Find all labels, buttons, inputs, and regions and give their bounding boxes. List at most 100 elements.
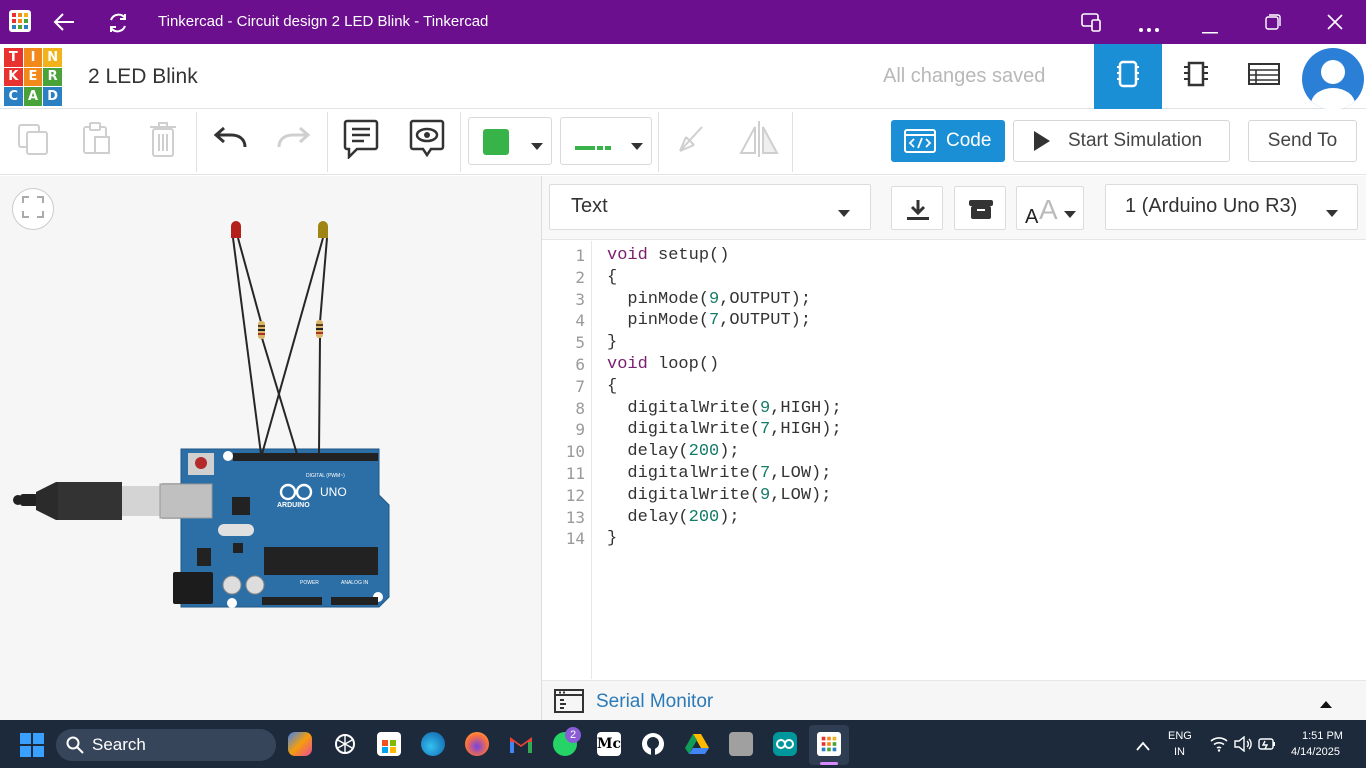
led-red [231, 221, 241, 238]
toolbar-divider [327, 112, 328, 172]
send-to-button[interactable]: Send To [1248, 120, 1357, 162]
clock-date[interactable]: 4/14/2025 [1291, 746, 1340, 758]
gmail-icon[interactable] [509, 732, 533, 756]
svg-text:A: A [1025, 206, 1039, 225]
line-number: 7 [575, 376, 585, 396]
schematic-view-icon [1181, 59, 1211, 94]
expand-up-icon[interactable] [1320, 695, 1332, 713]
logo-letter: I [23, 48, 43, 67]
taskbar-search[interactable]: Search [56, 729, 276, 761]
wires [232, 237, 328, 455]
fill-color-swatch [483, 129, 509, 155]
download-code-button[interactable] [891, 186, 943, 230]
circuit-canvas[interactable]: ARDUINO UNO DIGITAL (PWM~) POWER ANALOG … [0, 176, 541, 720]
cast-icon[interactable] [1080, 11, 1102, 38]
serial-monitor-icon [554, 689, 584, 718]
circuit-drawing: ARDUINO UNO DIGITAL (PWM~) POWER ANALOG … [13, 221, 390, 608]
chatgpt-icon[interactable] [333, 732, 357, 756]
chevron-down-icon [1064, 206, 1076, 224]
back-arrow-icon[interactable] [52, 11, 76, 38]
redo-icon [277, 126, 311, 156]
code-mode-dropdown[interactable]: Text [549, 184, 871, 230]
logo-letter: E [23, 67, 43, 87]
trash-icon [148, 120, 178, 163]
paste-icon [81, 121, 113, 162]
microsoft-store-icon[interactable] [377, 732, 401, 756]
flip-button[interactable] [738, 118, 780, 164]
led-yellow [318, 221, 328, 238]
paste-button[interactable] [78, 118, 116, 164]
tinkercad-taskbar-icon[interactable] [817, 732, 841, 756]
active-app-indicator [820, 762, 838, 765]
logo-letter: A [23, 87, 43, 106]
rotate-button[interactable] [672, 118, 710, 164]
undo-button[interactable] [210, 118, 250, 164]
wire-type-dropdown[interactable] [560, 117, 652, 165]
flip-icon [739, 119, 779, 164]
app-icon-gray[interactable] [729, 732, 753, 756]
analog-pins-label: ANALOG IN [341, 580, 369, 586]
notes-button[interactable] [340, 118, 382, 164]
line-number: 1 [575, 246, 585, 265]
wifi-icon[interactable] [1210, 736, 1228, 757]
more-options-icon[interactable] [1138, 20, 1160, 38]
code-text-area[interactable]: void setup(){ pinMode(9,OUTPUT); pinMode… [607, 245, 842, 550]
github-icon[interactable] [641, 732, 665, 756]
delete-button[interactable] [144, 118, 182, 164]
arduino-ide-icon[interactable] [773, 732, 797, 756]
component-list-icon [1248, 63, 1280, 90]
library-box-icon [968, 198, 994, 225]
redo-button[interactable] [274, 118, 314, 164]
minimize-icon[interactable] [1202, 21, 1218, 39]
fill-color-dropdown[interactable] [468, 117, 552, 165]
search-placeholder: Search [92, 735, 146, 754]
fit-view-button[interactable] [12, 188, 54, 230]
maximize-icon[interactable] [1265, 14, 1281, 35]
code-button[interactable]: Code [891, 120, 1005, 162]
refresh-icon[interactable] [106, 11, 130, 40]
circuit-view-button[interactable] [1094, 44, 1162, 109]
code-line: delay(200); [607, 507, 740, 527]
rotate-icon [676, 123, 706, 160]
code-line: void loop() [607, 354, 720, 374]
title-bar: Tinkercad - Circuit design 2 LED Blink -… [0, 0, 1366, 44]
line-number: 2 [575, 267, 585, 287]
design-title[interactable]: 2 LED Blink [88, 65, 198, 88]
logo-letter: K [4, 67, 23, 87]
battery-icon[interactable] [1258, 737, 1276, 756]
schematic-view-button[interactable] [1162, 44, 1230, 109]
medium-icon[interactable]: Mc [597, 732, 621, 756]
region-indicator[interactable]: IN [1174, 746, 1185, 758]
code-line: delay(200); [607, 442, 740, 462]
show-hidden-icons-chevron[interactable] [1136, 738, 1150, 756]
google-drive-icon[interactable] [685, 732, 709, 756]
save-status: All changes saved [883, 65, 1046, 87]
start-simulation-button[interactable]: Start Simulation [1013, 120, 1230, 162]
start-simulation-label: Start Simulation [1068, 130, 1203, 151]
toolbar-divider [792, 112, 793, 172]
toggle-notes-visibility-button[interactable] [406, 118, 448, 164]
component-list-button[interactable] [1230, 44, 1298, 109]
libraries-button[interactable] [954, 186, 1006, 230]
volume-icon[interactable] [1234, 735, 1252, 757]
language-indicator[interactable]: ENG [1168, 730, 1192, 742]
clock-time[interactable]: 1:51 PM [1302, 730, 1343, 742]
copilot-icon[interactable] [288, 732, 312, 756]
device-dropdown[interactable]: 1 (Arduino Uno R3) [1105, 184, 1358, 230]
close-icon[interactable] [1327, 14, 1343, 35]
chevron-down-icon [631, 138, 643, 156]
toolbar-divider [196, 112, 197, 172]
code-line: pinMode(7,OUTPUT); [607, 311, 812, 331]
user-avatar[interactable] [1302, 48, 1364, 110]
line-number: 9 [575, 420, 585, 440]
edge-browser-icon[interactable] [421, 732, 445, 756]
note-eye-icon [409, 119, 445, 164]
copy-button[interactable] [14, 118, 52, 164]
firefox-icon[interactable] [465, 732, 489, 756]
chevron-down-icon [1326, 205, 1338, 223]
serial-monitor-bar[interactable]: Serial Monitor [542, 680, 1366, 720]
windows-start-icon[interactable] [20, 733, 44, 762]
